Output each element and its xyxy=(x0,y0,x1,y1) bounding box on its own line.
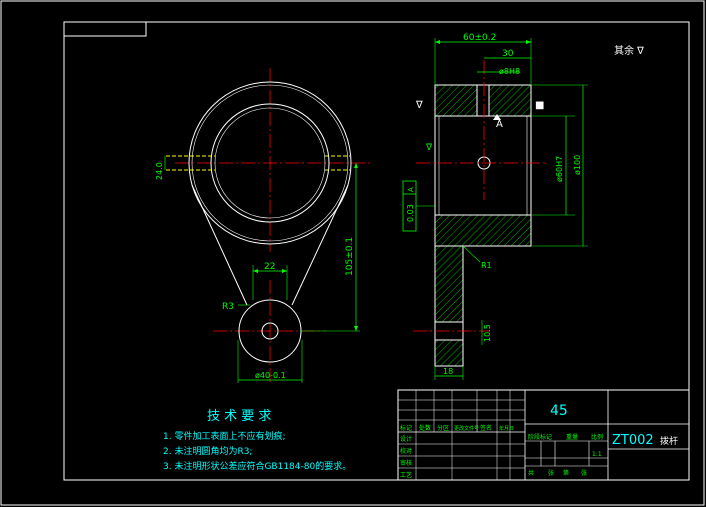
material: 45 xyxy=(550,403,568,419)
section-view xyxy=(413,60,545,367)
drawing-frame-inner xyxy=(63,21,690,481)
front-view xyxy=(166,68,372,382)
notes-item-1: 1. 零件加工表面上不应有划痕; xyxy=(163,430,285,442)
dim-hole-offset: 10.5 xyxy=(483,324,492,342)
dim-outer-dia: ø100 xyxy=(573,155,582,175)
dim-step-width: 30 xyxy=(502,49,514,59)
scale-label: 比例 xyxy=(591,433,603,441)
surface-symbol-right: ■ xyxy=(535,100,544,111)
title-col-label-1: 标记 xyxy=(400,424,412,432)
sheet-label-1: 共 xyxy=(528,469,534,477)
dim-front-height: 24.0 xyxy=(155,162,164,180)
notes-item-2: 2. 未注明圆角均为R3; xyxy=(163,445,252,457)
drawing-number: ZT002 xyxy=(612,433,654,448)
dim-overall-width: 60±0.2 xyxy=(463,33,496,43)
section-view-dimensions: 60±0.2 30 ø8H8 ø60H7 ø100 18 10.5 R1 A A… xyxy=(402,33,588,380)
title-row-label-3: 审核 xyxy=(400,459,412,467)
title-col-label-3: 分区 xyxy=(437,424,449,432)
tolerance-datum: A xyxy=(407,187,415,192)
dim-flange-width: 18 xyxy=(443,367,453,376)
title-row-label-4: 工艺 xyxy=(400,471,412,479)
scale-value: 1:1 xyxy=(592,451,602,458)
stage-label: 阶段标记 xyxy=(528,433,552,441)
surface-symbol-left: ∇ xyxy=(425,143,433,153)
notes-item-3: 3. 未注明形状公差应符合GB1184-80的要求。 xyxy=(163,460,351,472)
dim-slot-22: 22 xyxy=(264,262,275,272)
title-col-label-5: 签名 xyxy=(480,424,492,432)
dim-fillet-r3: R3 xyxy=(222,302,234,312)
title-col-label-4: 更改文件号 xyxy=(454,425,479,432)
title-row-label-1: 设计 xyxy=(400,435,412,443)
technical-notes: 技 术 要 求 1. 零件加工表面上不应有划痕; 2. 未注明圆角均为R3; 3… xyxy=(163,409,351,472)
front-view-dimensions: 22 ø40-0.1 105±0.1 24.0 R3 xyxy=(155,156,360,383)
surface-finish-note: 其余 ∇ xyxy=(614,44,644,57)
surface-symbol-top: ∇ xyxy=(415,100,423,111)
title-col-label-2: 处数 xyxy=(419,424,431,432)
part-name: 拨杆 xyxy=(660,435,678,447)
title-row-label-2: 校对 xyxy=(400,447,412,455)
dim-base-dia: ø40-0.1 xyxy=(255,371,286,380)
sheet-label-2: 张 xyxy=(548,469,554,477)
tolerance-value: 0.03 xyxy=(406,204,415,222)
title-block: 标记 处数 分区 更改文件号 签名 年月日 设计 校对 审核 工艺 45 阶段标… xyxy=(397,389,690,481)
dim-inner-dia: ø60H7 xyxy=(555,156,564,182)
sheet-label-3: 第 xyxy=(563,469,569,477)
dim-center-distance: 105±0.1 xyxy=(345,237,355,276)
corner-code-box xyxy=(63,21,147,37)
dim-fillet-r1: R1 xyxy=(481,261,492,270)
title-col-label-6: 年月日 xyxy=(499,425,514,432)
notes-heading: 技 术 要 求 xyxy=(207,409,271,424)
weight-label: 重量 xyxy=(566,433,578,441)
sheet-label-4: 张 xyxy=(581,469,587,477)
datum-label-a: A xyxy=(496,119,503,130)
dim-bore-dia: ø8H8 xyxy=(499,67,520,76)
